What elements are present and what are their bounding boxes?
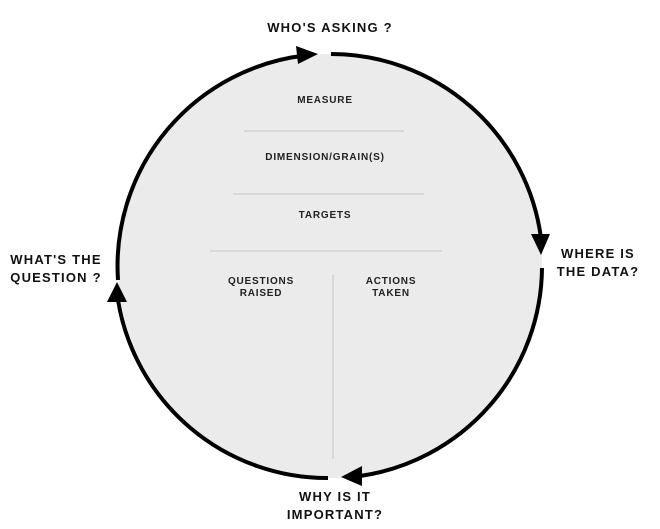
label-why-line1: WHY IS IT	[299, 489, 371, 504]
label-whats-the-question: WHAT'S THE QUESTION ?	[0, 251, 112, 287]
section-actions-taken: ACTIONS TAKEN	[336, 276, 446, 300]
arc-right-to-bottom	[359, 267, 544, 478]
section-questions-raised: QUESTIONS RAISED	[206, 276, 316, 300]
label-why-important: WHY IS IT IMPORTANT?	[270, 488, 400, 524]
section-targets: TARGETS	[298, 210, 352, 221]
label-where-is-data: WHERE IS THE DATA?	[548, 245, 648, 281]
label-where-line2: THE DATA?	[556, 264, 640, 279]
actions-line1: ACTIONS	[365, 276, 417, 287]
actions-line2: TAKEN	[372, 288, 410, 299]
label-question-line2: QUESTION ?	[10, 270, 102, 285]
label-where-line1: WHERE IS	[561, 246, 635, 261]
arc-left-to-top	[115, 53, 307, 281]
arrow-left-icon	[341, 466, 362, 486]
questions-line1: QUESTIONS	[227, 276, 295, 287]
arrow-up-icon	[107, 282, 127, 302]
label-question-line1: WHAT'S THE	[10, 252, 102, 267]
section-dimension: DIMENSION/GRAIN(S)	[265, 152, 385, 163]
questions-line2: RAISED	[239, 288, 283, 299]
label-whos-asking: WHO'S ASKING ?	[267, 20, 393, 35]
arrow-down-icon	[531, 234, 550, 255]
arc-top-to-right	[330, 52, 543, 239]
circle-background	[118, 54, 542, 478]
section-measure: MEASURE	[297, 95, 353, 106]
arc-bottom-to-left	[116, 299, 329, 481]
arrow-right-icon	[296, 46, 318, 64]
label-why-line2: IMPORTANT?	[286, 507, 384, 522]
